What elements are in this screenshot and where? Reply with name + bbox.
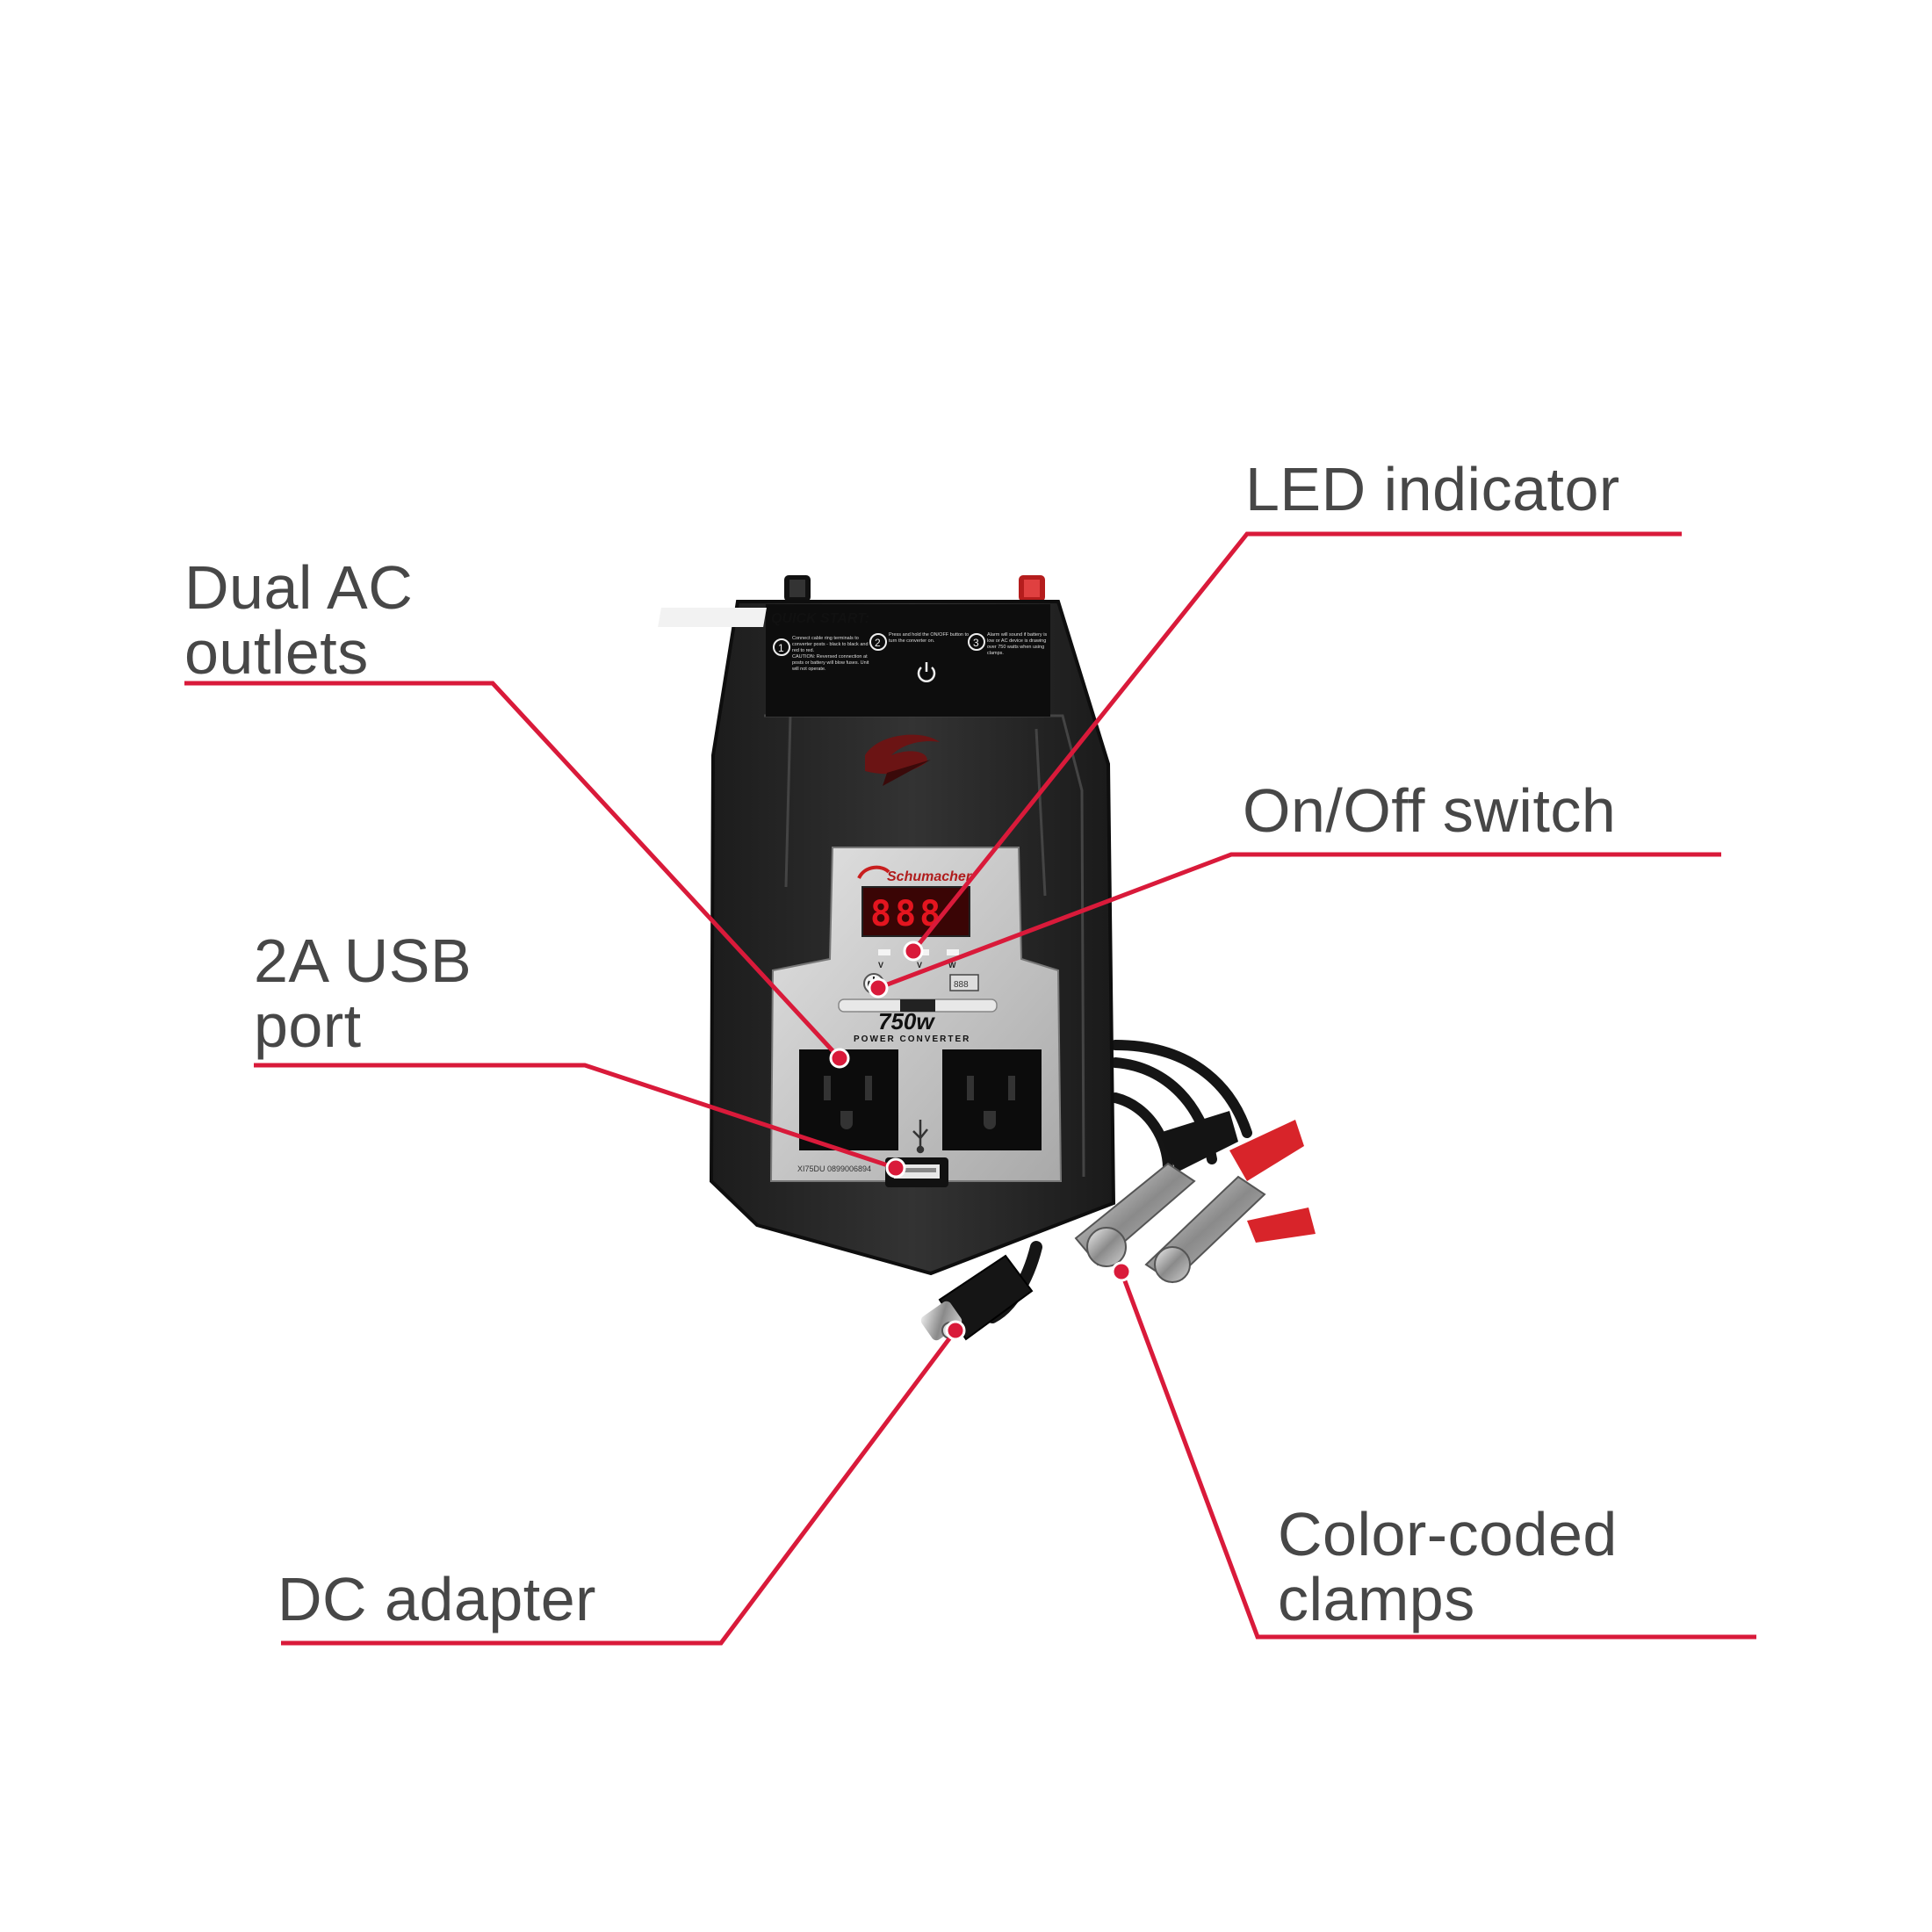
- product-name: POWER CONVERTER: [854, 1034, 970, 1044]
- mode-label-v1: V: [878, 961, 883, 970]
- mode-label-v2: V: [917, 961, 922, 970]
- callout-usb-line1: 2A USB: [254, 926, 472, 995]
- svg-text:1: 1: [778, 642, 784, 654]
- leader-usb: [254, 1063, 897, 1171]
- callout-dc-adapter-text: DC adapter: [278, 1565, 596, 1633]
- callout-usb-port: 2A USB port: [254, 928, 472, 1058]
- quick-start-step2: Press and hold the ON/OFF button to turn…: [889, 632, 970, 644]
- ac-outlet-right: [942, 1049, 1042, 1150]
- quick-start-caution: CAUTION: Reversed connection at posts or…: [792, 654, 869, 672]
- leader-endpoints: [829, 941, 1132, 1341]
- callout-dual-ac-outlets: Dual AC outlets: [184, 555, 413, 685]
- brand-logo: Schumacher: [887, 869, 972, 884]
- leader-dual-ac: [184, 681, 841, 1060]
- svg-text:2: 2: [875, 637, 881, 649]
- leader-on-off: [877, 852, 1721, 991]
- leader-clamps: [1119, 1271, 1756, 1640]
- readout-button-icon: 888: [954, 980, 969, 990]
- leader-led-indicator: [912, 531, 1682, 953]
- callout-on-off-switch: On/Off switch: [1243, 778, 1616, 843]
- power-icon: [917, 662, 936, 682]
- clamp-black: [1074, 1111, 1238, 1267]
- leader-dc-adapter: [281, 1329, 957, 1646]
- callout-on-off-text: On/Off switch: [1243, 776, 1617, 845]
- callout-dc-adapter: DC adapter: [278, 1567, 596, 1632]
- quick-start-step3: Alarm will sound if battery is low or AC…: [987, 632, 1048, 656]
- callout-led-indicator: LED indicator: [1245, 457, 1620, 522]
- callout-color-coded-clamps: Color-coded clamps: [1278, 1502, 1618, 1632]
- svg-text:3: 3: [973, 637, 979, 649]
- callout-led-indicator-text: LED indicator: [1245, 455, 1620, 523]
- mode-label-w: W: [948, 961, 956, 970]
- callout-usb-line2: port: [254, 991, 362, 1060]
- callout-clamps-line2: clamps: [1278, 1565, 1475, 1633]
- led-display: 888: [870, 894, 944, 934]
- battery-terminals: [784, 575, 1045, 602]
- callout-dual-ac-line1: Dual AC: [184, 553, 414, 622]
- usb-icon: [912, 1120, 928, 1154]
- ac-outlet-left: [799, 1049, 898, 1150]
- leader-lines: [184, 531, 1756, 1646]
- quick-start-title: QUICK START:: [771, 611, 869, 626]
- callout-clamps-line1: Color-coded: [1278, 1500, 1618, 1568]
- quick-start-step1: Connect cable ring terminals to converte…: [792, 636, 869, 653]
- quick-start-label: QUICK START: 1 2 3 Connect cable ring te…: [658, 604, 1050, 717]
- callout-dual-ac-line2: outlets: [184, 618, 369, 687]
- wattage-label: 750w: [878, 1008, 935, 1034]
- model-code: XI75DU 0899006894: [797, 1164, 871, 1173]
- schumacher-logo-icon: [865, 734, 940, 786]
- clamp-red: [1144, 1120, 1316, 1284]
